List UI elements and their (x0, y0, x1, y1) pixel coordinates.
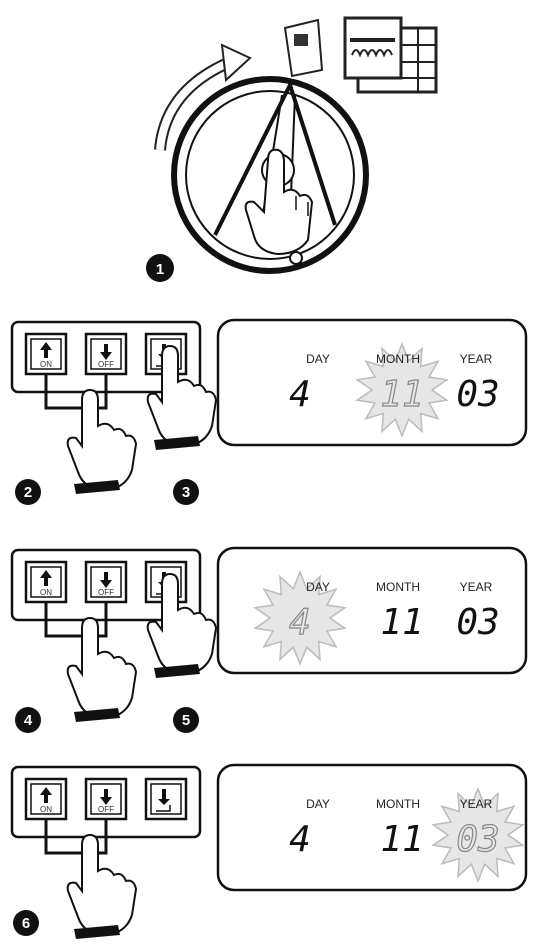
month-label: MONTH (376, 352, 420, 366)
rotation-arrow-icon (154, 43, 252, 151)
button-label: OFF (98, 360, 114, 369)
calendar-icon (343, 16, 438, 94)
arrow-down-icon (100, 572, 112, 588)
flash-highlight (253, 569, 347, 667)
down-button[interactable]: OFF (84, 332, 128, 376)
month-value: 11 (380, 374, 423, 415)
button-label: ON (40, 360, 52, 369)
pressing-hand-icon (146, 572, 218, 678)
pressing-hand-icon (66, 388, 138, 494)
enter-button[interactable] (144, 777, 188, 821)
month-value: 11 (380, 819, 423, 860)
arrow-up-icon (40, 787, 52, 803)
flash-highlight (431, 786, 525, 884)
year-label: YEAR (460, 580, 493, 594)
day-value: 4 (289, 819, 311, 860)
step-number: 3 (182, 484, 190, 501)
pressing-hand-icon (66, 616, 138, 722)
pressing-hand-icon (146, 344, 218, 450)
up-button[interactable]: ON (24, 332, 68, 376)
up-button[interactable]: ON (24, 560, 68, 604)
up-button[interactable]: ON (24, 777, 68, 821)
button-cluster: ON OFF (10, 765, 202, 855)
flash-highlight (355, 341, 449, 439)
calendar-card-icon (283, 18, 324, 78)
step-panel-1: ON OFF 2 3 DAY 4 MONTH 11 YEAR 03 (10, 318, 528, 505)
lcd-display: DAY 4 MONTH 11 YEAR 03 (216, 546, 528, 675)
lcd-display: DAY 4 MONTH 11 YEAR 03 (216, 763, 528, 892)
day-label: DAY (306, 797, 330, 811)
button-label: ON (40, 588, 52, 597)
down-button[interactable]: OFF (84, 777, 128, 821)
arrow-up-icon (40, 342, 52, 358)
lcd-display: DAY 4 MONTH 11 YEAR 03 (216, 318, 528, 447)
step-panel-3: ON OFF 6 DAY 4 MONTH 11 YEAR 03 (10, 763, 528, 939)
button-label: ON (40, 805, 52, 814)
step-badge-4: 4 (15, 707, 41, 733)
pressing-hand-icon (244, 148, 314, 256)
step-number: 4 (24, 712, 33, 729)
step-number: 2 (24, 484, 32, 501)
year-value: 03 (456, 374, 499, 415)
down-button[interactable]: OFF (84, 560, 128, 604)
day-value: 4 (289, 374, 311, 415)
step-badge-5: 5 (173, 707, 199, 733)
day-value: 4 (289, 602, 311, 643)
step-number: 5 (182, 712, 190, 729)
day-label: DAY (306, 352, 330, 366)
year-label: YEAR (460, 352, 493, 366)
month-value: 11 (380, 602, 423, 643)
step-badge-1: 1 (146, 254, 174, 282)
step-badge-3: 3 (173, 479, 199, 505)
dial-section: 1 (146, 16, 438, 282)
step-panel-2: ON OFF 4 5 DAY 4 MONTH 11 YEAR 03 (10, 546, 528, 733)
button-label: OFF (98, 588, 114, 597)
month-label: MONTH (376, 797, 420, 811)
enter-icon (156, 789, 171, 812)
year-label: YEAR (460, 797, 493, 811)
step-badge-6: 6 (13, 910, 39, 936)
arrow-down-icon (100, 344, 112, 360)
month-label: MONTH (376, 580, 420, 594)
year-value: 03 (456, 602, 499, 643)
step-badge-2: 2 (15, 479, 41, 505)
button-label: OFF (98, 805, 114, 814)
pressing-hand-icon (66, 833, 138, 939)
arrow-up-icon (40, 570, 52, 586)
button-cluster: ON OFF (10, 548, 202, 638)
arrow-down-icon (100, 789, 112, 805)
day-label: DAY (306, 580, 330, 594)
step-number: 6 (22, 915, 30, 932)
year-value: 03 (456, 819, 499, 860)
step-number: 1 (156, 261, 164, 278)
